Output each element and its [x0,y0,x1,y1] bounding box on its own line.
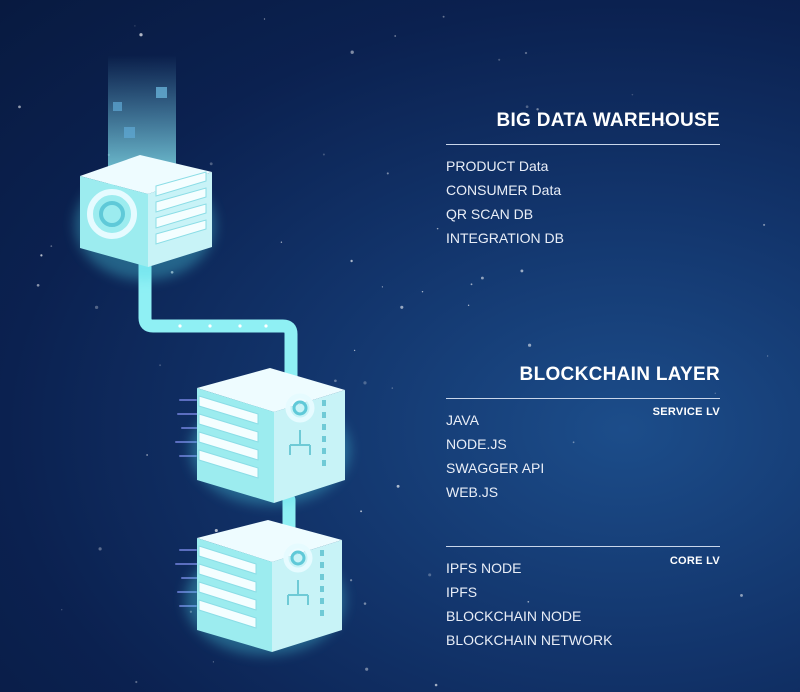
star [400,305,404,309]
star [363,381,367,385]
star [139,33,143,37]
star [209,162,213,166]
data-particle [113,102,122,111]
star [50,245,53,247]
star [61,609,63,611]
star [436,227,439,230]
core-section: CORE LV IPFS NODE IPFS BLOCKCHAIN NODE B… [446,546,720,656]
star [442,15,445,18]
connector-glow [178,324,268,328]
star [18,105,21,109]
star [365,667,369,671]
star [527,600,530,603]
star [98,547,102,551]
star [480,276,484,280]
star [363,602,367,605]
star [360,510,363,513]
warehouse-section: BIG DATA WAREHOUSE PRODUCT Data CONSUMER… [446,108,720,258]
star [386,172,389,175]
star [520,269,524,273]
warehouse-divider [446,144,720,145]
node-cube-icon [185,520,345,655]
server-cube-icon [190,368,350,505]
star [528,343,532,347]
star [467,304,470,306]
star [322,153,325,156]
service-list: JAVA NODE.JS SWAGGER API WEB.JS [446,408,544,504]
star [280,241,283,243]
star [263,18,266,20]
star [766,355,769,357]
list-item: WEB.JS [446,484,499,500]
core-divider [446,546,720,547]
warehouse-title: BIG DATA WAREHOUSE [496,110,720,131]
warehouse-list: PRODUCT Data CONSUMER Data QR SCAN DB IN… [446,154,564,250]
star [350,50,354,54]
star [214,528,218,533]
star [350,579,353,582]
star [740,593,743,597]
star [146,454,148,456]
star [631,93,634,96]
star [394,35,397,37]
data-cube-icon [75,155,215,280]
list-item: INTEGRATION DB [446,230,564,246]
core-list: IPFS NODE IPFS BLOCKCHAIN NODE BLOCKCHAI… [446,556,612,652]
service-level-tag: SERVICE LV [652,406,720,418]
star [350,259,353,263]
star [134,25,136,27]
blockchain-section: BLOCKCHAIN LAYER SERVICE LV JAVA NODE.JS… [446,362,720,512]
star [391,387,394,389]
star [353,349,356,352]
star [525,105,529,109]
star [763,223,766,226]
list-item: CONSUMER Data [446,182,562,198]
star [396,484,400,488]
list-item: IPFS [446,584,478,600]
star [159,364,162,367]
list-item: BLOCKCHAIN NODE [446,608,582,624]
list-item: NODE.JS [446,436,507,452]
star [94,305,99,310]
data-particle [156,87,167,98]
blockchain-title: BLOCKCHAIN LAYER [519,364,720,385]
star [135,680,138,684]
star [572,441,575,444]
star [40,254,43,257]
star [36,283,40,287]
star [524,51,528,55]
list-item: SWAGGER API [446,460,545,476]
star [334,379,337,383]
data-particle [124,127,135,138]
star [381,286,384,288]
list-item: JAVA [446,412,479,428]
list-item: BLOCKCHAIN NETWORK [446,632,613,648]
list-item: QR SCAN DB [446,206,534,222]
list-item: IPFS NODE [446,560,522,576]
star [498,58,501,61]
core-level-tag: CORE LV [669,555,720,567]
star [663,122,666,125]
star [421,290,424,293]
star [434,683,438,687]
blockchain-divider [446,398,720,399]
list-item: PRODUCT Data [446,158,549,174]
star [536,108,539,111]
star [714,392,716,394]
star [212,661,215,663]
star [470,283,473,286]
star [428,573,432,577]
